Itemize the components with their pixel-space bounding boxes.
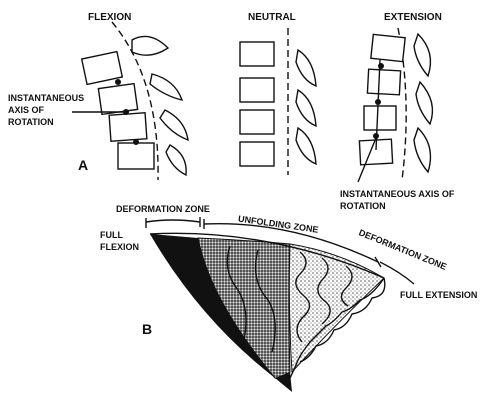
flexion-axis-label-3: ROTATION: [8, 117, 54, 127]
sector-vertex: [275, 372, 292, 392]
extension-scallop-edge: [289, 277, 385, 379]
extension-process-2: [415, 80, 434, 126]
zone-brackets: [145, 217, 415, 285]
extension-stipple-region: [288, 243, 385, 374]
neutral-column: NEUTRAL: [239, 12, 317, 175]
extension-title: EXTENSION: [384, 12, 442, 23]
extension-vertebra-3: [363, 105, 397, 131]
extension-axis-dot-3: [373, 133, 379, 139]
flexion-title: FLEXION: [88, 12, 131, 23]
full-flexion-label-2: FLEXION: [100, 242, 139, 252]
flexion-column: FLEXION INSTANTANEOUS AXIS OF ROTATION: [8, 12, 189, 181]
flexion-vertebra-4: [117, 142, 155, 170]
full-extension-wave: [299, 277, 386, 363]
extension-process-1: [413, 32, 432, 78]
full-flexion-label-1: FULL: [100, 230, 123, 240]
flexion-axis-label-2: AXIS OF: [8, 105, 45, 115]
deformation-zone-right-bracket: [379, 261, 415, 285]
extension-column: EXTENSION INSTANTANEOUS AXIS OF ROTATION: [340, 12, 455, 211]
extension-axis-label-1: INSTANTANEOUS AXIS OF: [340, 189, 455, 199]
neutral-title: NEUTRAL: [248, 12, 296, 23]
neutral-vertebra-4: [239, 141, 275, 167]
deformation-zone-left-bracket: [145, 219, 201, 223]
full-extension-label: FULL EXTENSION: [400, 290, 477, 300]
flexion-process-1: [131, 35, 170, 56]
neutral-vertebra-2: [239, 77, 275, 103]
extension-vertebra-1: [370, 33, 406, 63]
fiber-line-1: [226, 245, 247, 341]
unfolding-zone-label: UNFOLDING ZONE: [237, 214, 319, 235]
flexion-canal-line: [111, 21, 159, 181]
extension-process-3: [413, 126, 432, 174]
sector-top-arc: [149, 232, 385, 279]
flexion-axis-dot-1: [115, 79, 121, 85]
flexion-vertebra-3: [108, 112, 148, 142]
flexion-deformation-region: [150, 234, 275, 378]
panel-b-letter: B: [142, 321, 152, 337]
deformation-zone-right-label: DEFORMATION ZONE: [357, 227, 448, 271]
stipple-wave-2: [317, 257, 331, 325]
flexion-axis-label-1: INSTANTANEOUS: [8, 93, 84, 103]
flexion-axis-dot-2: [123, 109, 129, 115]
stipple-wave-1: [295, 251, 311, 343]
flexion-process-4: [165, 144, 187, 177]
neutral-vertebra-1: [239, 41, 275, 67]
unfolding-zone-bracket: [203, 222, 379, 263]
deformation-zone-left-label: DEFORMATION ZONE: [116, 204, 210, 214]
unfolding-zone-ticks: [203, 219, 382, 268]
neutral-vertebra-3: [239, 109, 275, 135]
flexion-axis-dot-3: [133, 139, 139, 145]
extension-axis-label-2: ROTATION: [340, 201, 386, 211]
stipple-wave-3: [340, 265, 353, 307]
flexion-vertebra-1: [80, 50, 124, 86]
motion-sector: [149, 232, 386, 392]
flexion-vertebra-2: [97, 82, 139, 116]
deformation-zone-left-ticks: [145, 217, 201, 228]
flexion-process-3: [159, 109, 189, 142]
extension-axis-leader: [357, 137, 377, 183]
neutral-process-1: [295, 48, 317, 88]
neutral-process-2: [295, 88, 317, 128]
extension-axis-dot-2: [375, 99, 381, 105]
extension-vertebra-2: [366, 68, 402, 96]
fiber-line-2: [254, 249, 276, 353]
panel-a-letter: A: [78, 157, 88, 173]
extension-axis-dot-1: [378, 63, 384, 69]
neutral-process-3: [295, 126, 317, 166]
flexion-process-2: [149, 73, 184, 101]
